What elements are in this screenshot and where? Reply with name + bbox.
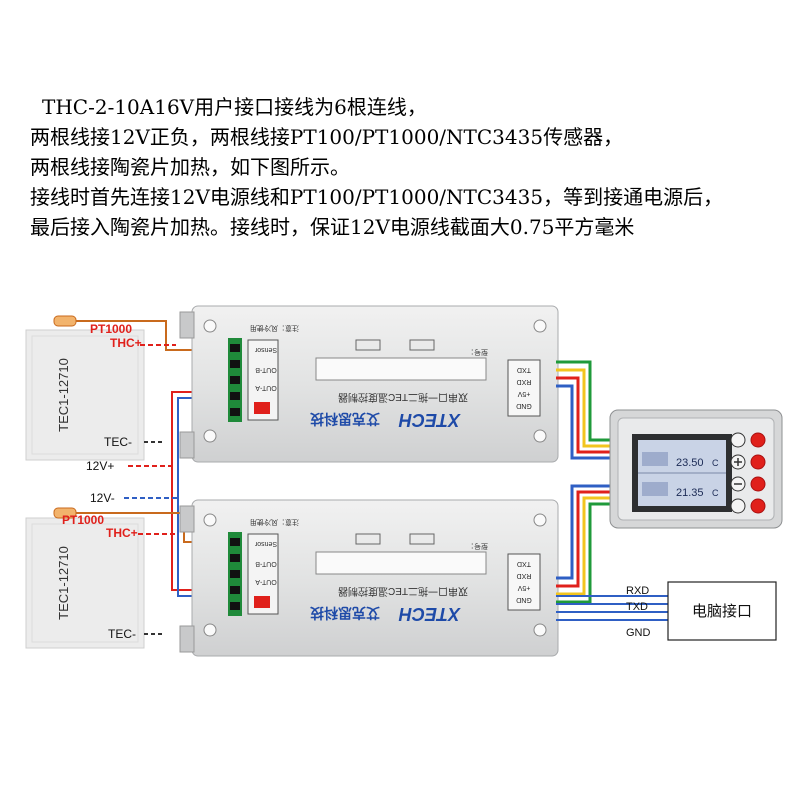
pc-interface-box: 电脑接口 bbox=[667, 581, 777, 641]
v12-minus-label: 12V- bbox=[90, 491, 115, 505]
pc-wires bbox=[556, 595, 670, 621]
terminal-label: OUT-B bbox=[255, 366, 277, 373]
intro-line-5: 最后接入陶瓷片加热。接线时，保证12V电源线截面大0.75平方毫米 bbox=[30, 215, 635, 239]
display-buttons[interactable] bbox=[730, 432, 766, 514]
tec-minus-label: TEC- bbox=[104, 435, 132, 449]
terminal-label: OUT-A bbox=[255, 384, 277, 391]
pt1000-label: PT1000 bbox=[90, 322, 132, 336]
wires-left bbox=[88, 320, 194, 635]
pt1000-sensor-icon bbox=[53, 315, 88, 327]
controller-note: 注意：风冷使用 bbox=[250, 518, 299, 527]
display-reading-top: 23.50 bbox=[676, 457, 704, 469]
txd-label: TXD bbox=[626, 601, 648, 613]
controller-brand: XTECH bbox=[398, 604, 461, 624]
terminal-label: Sensor bbox=[254, 346, 277, 353]
controller-unit-bottom: Sensor OUT-B OUT-A 注意：风冷使用 型号： 双串口一拖二TEC… bbox=[179, 499, 559, 657]
tec-plate-bottom: TEC1-12710 bbox=[25, 517, 145, 649]
cycle-icon[interactable] bbox=[730, 432, 746, 448]
tec-plate-top: TEC1-12710 bbox=[25, 329, 145, 461]
controller-subtitle: 双串口一拖二TEC温度控制器 bbox=[338, 391, 468, 404]
pc-interface-label: 电脑接口 bbox=[692, 603, 752, 620]
port-label: +5V bbox=[517, 390, 530, 397]
port-label: RXD bbox=[517, 378, 532, 385]
pt1000-sensor-icon bbox=[53, 507, 88, 519]
pt1000-label: PT1000 bbox=[62, 513, 104, 527]
intro-line-1: THC-2-10A16V用户接口接线为6根连线， bbox=[42, 95, 427, 119]
v12-plus-label: 12V+ bbox=[86, 459, 114, 473]
controller-brand-cn: 艾克思科技 bbox=[309, 411, 380, 427]
ok-icon[interactable] bbox=[730, 498, 746, 514]
tec-model-label: TEC1-12710 bbox=[56, 358, 71, 432]
controller-brand: XTECH bbox=[398, 410, 461, 430]
port-label: +5V bbox=[517, 584, 530, 591]
thc-plus-label: THC+ bbox=[110, 336, 142, 350]
display-reading-bottom: 21.35 bbox=[676, 487, 704, 499]
display-unit: C bbox=[712, 488, 719, 498]
intro-text: THC-2-10A16V用户接口接线为6根连线， 两根线接12V正负，两根线接P… bbox=[30, 92, 790, 242]
wiring-diagram: TEC1-12710 TEC1-12710 PT1000 THC+ TEC- 1… bbox=[25, 305, 783, 657]
intro-line-4: 接线时首先连接12V电源线和PT100/PT1000/NTC3435，等到接通电… bbox=[30, 185, 724, 209]
model-tag: 型号： bbox=[467, 348, 488, 357]
controller-subtitle: 双串口一拖二TEC温度控制器 bbox=[338, 585, 468, 598]
wires-to-display bbox=[556, 360, 618, 604]
terminal-label: Sensor bbox=[254, 540, 277, 547]
terminal-label: OUT-B bbox=[255, 560, 277, 567]
terminal-label: OUT-A bbox=[255, 578, 277, 585]
port-label: TXD bbox=[517, 560, 531, 567]
controller-unit-top: Sensor OUT-B OUT-A 注意：风冷使用 型号： 双串口一拖二TEC… bbox=[179, 305, 559, 463]
model-tag: 型号： bbox=[467, 542, 488, 551]
intro-line-2: 两根线接12V正负，两根线接PT100/PT1000/NTC3435传感器， bbox=[30, 125, 624, 149]
tec-minus-label: TEC- bbox=[108, 627, 136, 641]
port-label: GND bbox=[516, 402, 532, 409]
thc-plus-label: THC+ bbox=[106, 526, 138, 540]
tec-model-label: TEC1-12710 bbox=[56, 546, 71, 620]
port-label: GND bbox=[516, 596, 532, 603]
gnd-label: GND bbox=[626, 627, 651, 639]
intro-line-3: 两根线接陶瓷片加热，如下图所示。 bbox=[30, 155, 350, 179]
controller-brand-cn: 艾克思科技 bbox=[309, 605, 380, 621]
port-label: RXD bbox=[517, 572, 532, 579]
controller-note: 注意：风冷使用 bbox=[250, 324, 299, 333]
display-unit: C bbox=[712, 458, 719, 468]
rxd-label: RXD bbox=[626, 585, 649, 597]
port-label: TXD bbox=[517, 366, 531, 373]
